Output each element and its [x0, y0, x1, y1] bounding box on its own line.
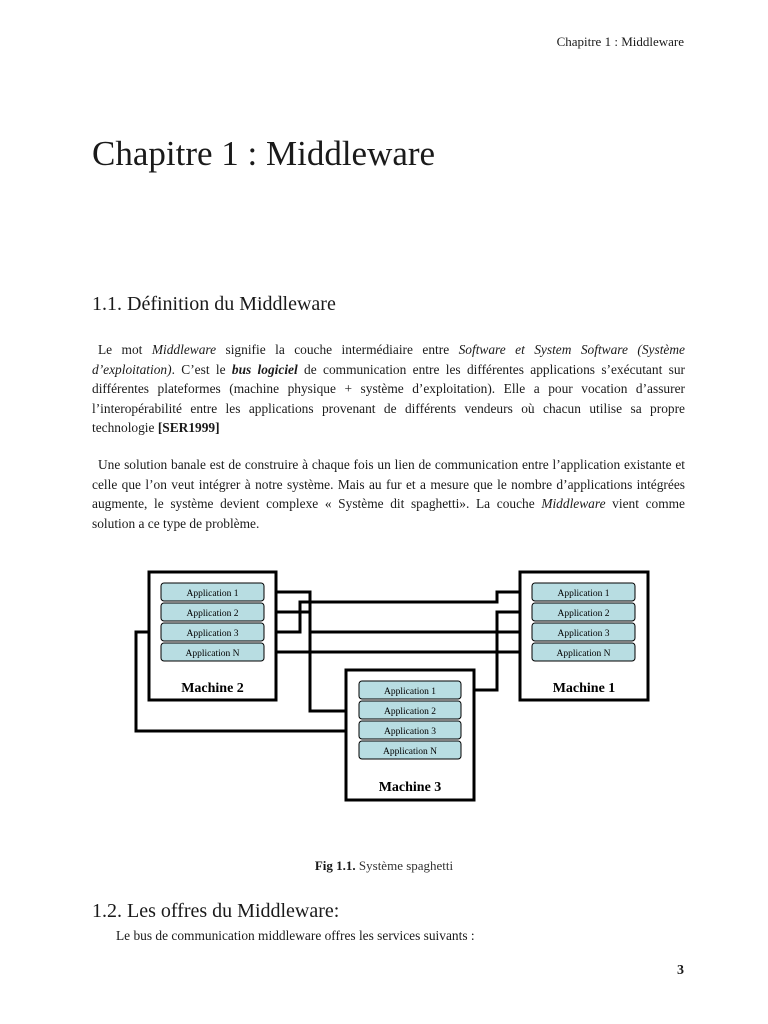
page-number: 3 [677, 963, 684, 978]
app-label: Application 3 [558, 629, 610, 639]
app-label: Application 1 [558, 589, 610, 599]
app-label: Application 3 [187, 629, 239, 639]
figure-caption: Fig 1.1. Système spaghetti [314, 858, 454, 873]
link-m2app2-m3app2 [264, 610, 359, 713]
machine-3-label: Machine 3 [379, 780, 442, 795]
link-m2app3-m1app1 [264, 590, 532, 634]
machine-3-apps: Application 1 Application 2 Application … [358, 680, 462, 760]
offers-intro: Le bus de communication middleware offre… [116, 928, 475, 943]
app-label: Application 1 [384, 687, 436, 697]
app-label: Application N [185, 649, 239, 659]
machine-2-apps: Application 1 Application 2 Application … [160, 582, 265, 662]
app-label: Application 1 [187, 589, 239, 599]
paragraph-spaghetti: Une solution banale est de construire à … [92, 457, 685, 531]
app-label: Application N [556, 649, 610, 659]
link-m3app1-m1app2 [461, 610, 532, 692]
app-label: Application 2 [384, 707, 436, 717]
paragraph-definition: Le mot Middleware signifie la couche int… [92, 342, 685, 435]
machine-1-apps: Application 1 Application 2 Application … [531, 582, 636, 662]
section-heading-offers: 1.2. Les offres du Middleware: [92, 900, 340, 922]
app-label: Application 2 [558, 609, 610, 619]
app-label: Application 3 [384, 727, 436, 737]
running-header: Chapitre 1 : Middleware [556, 34, 684, 49]
app-label: Application 2 [187, 609, 239, 619]
section-heading-definition: 1.1. Définition du Middleware [92, 293, 336, 315]
app-label: Application N [383, 747, 437, 757]
citation: [SER1999] [157, 420, 220, 435]
chapter-title: Chapitre 1 : Middleware [92, 134, 436, 173]
machine-2-label: Machine 2 [181, 681, 244, 696]
machine-1-label: Machine 1 [553, 681, 616, 696]
